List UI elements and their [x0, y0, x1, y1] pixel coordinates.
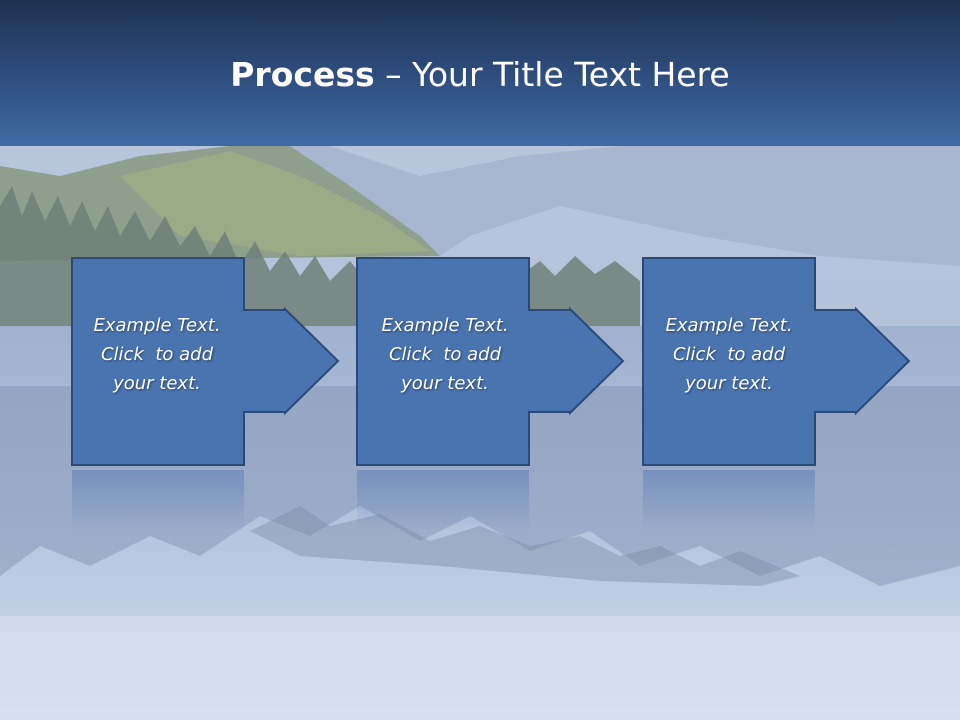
title-bar: Process – Your Title Text Here	[0, 0, 960, 146]
step-text-line: your text.	[401, 373, 489, 394]
process-step-2[interactable]	[356, 257, 625, 530]
process-step-1[interactable]	[71, 257, 340, 530]
step-1-text[interactable]: Example Text. Click to add your text.	[70, 311, 244, 398]
title-bold-part: Process	[230, 55, 375, 94]
step-2-text[interactable]: Example Text. Click to add your text.	[358, 311, 532, 398]
step-text-line: Example Text.	[665, 315, 793, 336]
step-text-line: your text.	[685, 373, 773, 394]
step-text-line: Click to add	[100, 344, 213, 365]
title-rest-part: – Your Title Text Here	[374, 55, 730, 94]
step-3-text[interactable]: Example Text. Click to add your text.	[642, 311, 816, 398]
slide-title[interactable]: Process – Your Title Text Here	[0, 52, 960, 98]
step-text-line: Click to add	[388, 344, 501, 365]
step-text-line: Example Text.	[93, 315, 221, 336]
step-text-line: Click to add	[672, 344, 785, 365]
step-text-line: Example Text.	[381, 315, 509, 336]
process-step-3[interactable]	[642, 257, 911, 530]
step-text-line: your text.	[113, 373, 201, 394]
